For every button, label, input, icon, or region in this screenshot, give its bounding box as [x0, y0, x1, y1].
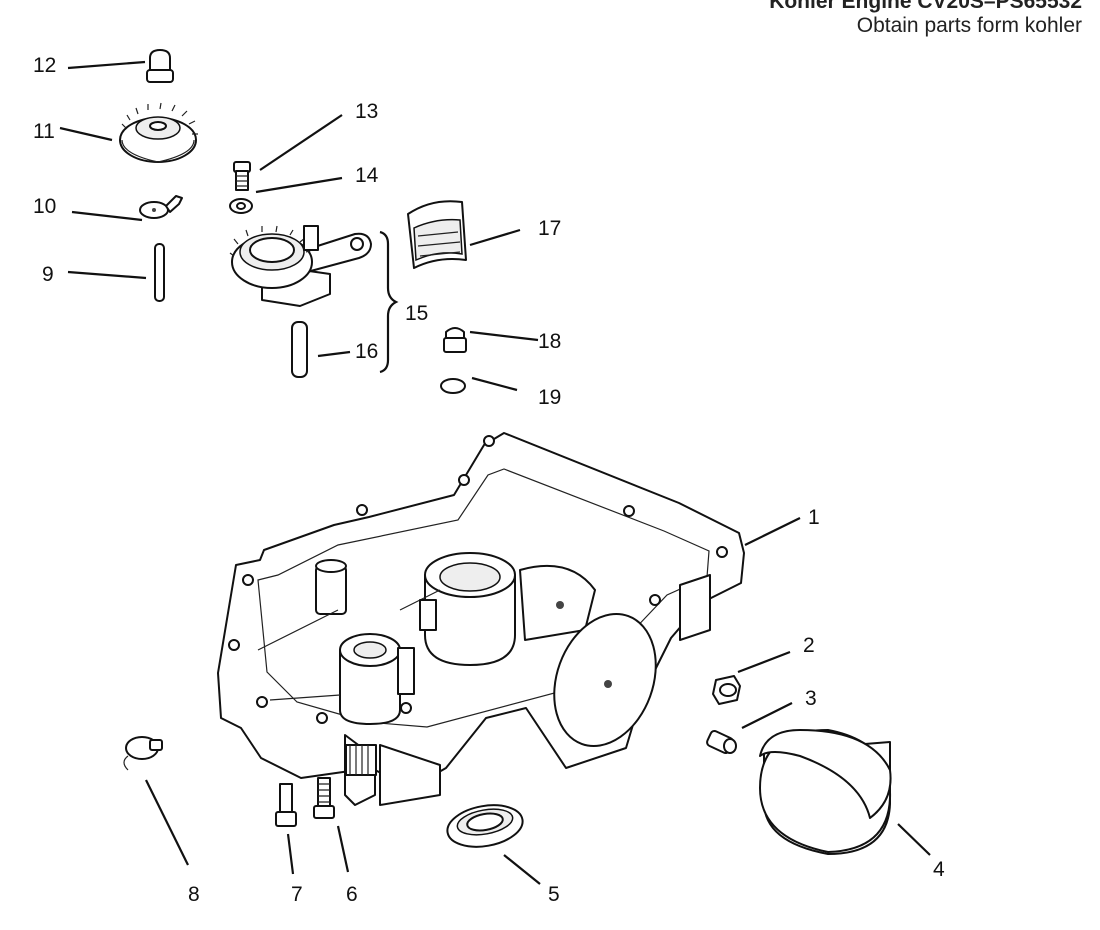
assembly-bracket: [379, 230, 399, 374]
callout-14: 14: [355, 164, 379, 187]
callout-10: 10: [33, 195, 56, 218]
callout-13: 13: [355, 100, 378, 123]
part-3-fitting: [706, 729, 737, 755]
part-18-plug: [443, 327, 467, 353]
callout-3: 3: [805, 687, 817, 710]
part-11-gear: [119, 102, 198, 163]
part-5-seal: [446, 804, 524, 848]
part-16-shaft: [291, 321, 308, 378]
diagram-title: Kohler Engine CV20S–PS65532: [769, 0, 1082, 13]
callout-12: 12: [33, 54, 56, 77]
callout-4: 4: [933, 858, 945, 881]
part-13-screw: [233, 161, 251, 191]
part-15-oil-pump: [229, 225, 372, 307]
callout-16: 16: [355, 340, 378, 363]
part-6-stud: [313, 777, 335, 819]
callout-11: 11: [33, 120, 55, 143]
callout-9: 9: [42, 263, 54, 286]
callout-5: 5: [548, 883, 560, 906]
callout-1: 1: [808, 506, 820, 529]
callout-7: 7: [291, 883, 303, 906]
callout-2: 2: [803, 634, 815, 657]
part-12-cap: [146, 49, 174, 83]
callout-19: 19: [538, 386, 561, 409]
part-9-pin: [154, 243, 165, 302]
part-1-oil-pan: [217, 432, 745, 806]
part-10-bracket: [139, 195, 183, 219]
diagram-header: Kohler Engine CV20S–PS65532 Obtain parts…: [769, 0, 1082, 38]
leader-lines: [59, 60, 931, 885]
callout-18: 18: [538, 330, 561, 353]
part-14-washer: [229, 198, 253, 214]
callout-8: 8: [188, 883, 200, 906]
part-17-screen: [407, 200, 467, 269]
part-7-bolt: [275, 783, 297, 827]
callout-6: 6: [346, 883, 358, 906]
part-4-oil-filter: [759, 729, 892, 855]
diagram-subtitle: Obtain parts form kohler: [856, 14, 1082, 38]
callout-15: 15: [405, 302, 428, 325]
part-2-plug: [712, 675, 741, 705]
part-8-sensor: [123, 736, 163, 771]
callout-17: 17: [538, 217, 561, 240]
part-19-o-ring: [440, 378, 466, 394]
